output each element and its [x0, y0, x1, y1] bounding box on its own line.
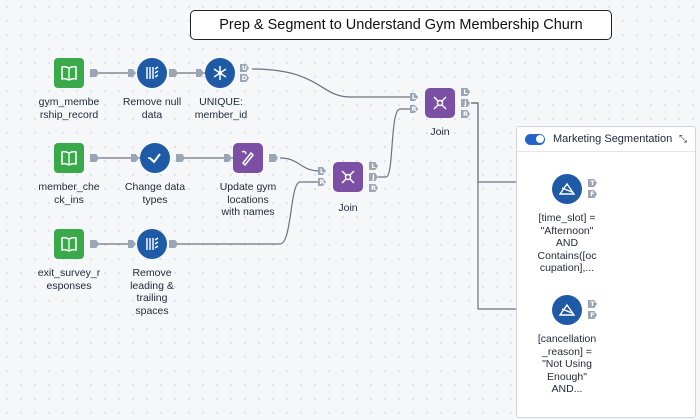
data-cleansing-icon [137, 58, 167, 88]
false-anchor[interactable]: F [588, 311, 597, 319]
unique-anchor[interactable]: U [240, 64, 249, 72]
tool-unique[interactable] [205, 58, 235, 88]
join-icon [333, 162, 363, 192]
true-anchor[interactable]: T [588, 300, 597, 308]
tool-remove-spaces[interactable] [137, 229, 167, 259]
join-left-anchor[interactable]: L [318, 167, 326, 175]
filter-icon [552, 174, 582, 204]
container-title: Marketing Segmentation [553, 133, 673, 145]
join-right-output-anchor[interactable]: R [461, 110, 470, 118]
join-right-anchor[interactable]: R [410, 105, 418, 113]
filter-icon [552, 295, 582, 325]
tool-change-types[interactable] [140, 143, 170, 173]
tool-label: exit_survey_r esponses [37, 267, 101, 292]
tool-label: Remove leading & trailing spaces [130, 267, 174, 317]
formula-icon [233, 143, 263, 173]
snowflake-icon [205, 58, 235, 88]
join-output-anchor[interactable]: J [369, 173, 378, 181]
tool-label: member_che ck_ins [38, 181, 100, 206]
tool-input-membership[interactable] [54, 58, 84, 88]
tool-label: Update gym locations with names [219, 181, 277, 218]
book-icon [54, 229, 84, 259]
wire-remove-spaces-to-join1-right [174, 181, 320, 245]
input-anchor[interactable] [196, 69, 204, 77]
input-anchor[interactable] [128, 69, 136, 77]
container-header: Marketing Segmentation ⤡ [517, 127, 695, 152]
tool-label: Remove null data [122, 96, 182, 121]
tool-label: Join [430, 126, 450, 138]
output-anchor[interactable] [169, 69, 178, 77]
wire-join1-to-join2-right [378, 108, 418, 178]
wire-update-to-join1-left [279, 157, 321, 172]
workflow-title[interactable]: Prep & Segment to Understand Gym Members… [190, 10, 612, 40]
checkmark-icon [140, 143, 170, 173]
data-cleansing-icon [137, 229, 167, 259]
tool-input-checkins[interactable] [54, 143, 84, 173]
tool-label: Change data types [124, 181, 186, 206]
tool-join-1[interactable] [333, 162, 363, 192]
true-anchor[interactable]: T [588, 179, 597, 187]
tool-join-2[interactable] [425, 88, 455, 118]
tool-update-locations[interactable] [233, 143, 263, 173]
input-anchor[interactable] [131, 154, 139, 162]
output-anchor[interactable] [269, 154, 278, 162]
output-anchor[interactable] [90, 240, 99, 248]
book-icon [54, 143, 84, 173]
container-enable-toggle[interactable] [525, 133, 545, 145]
container-marketing-segmentation[interactable]: Marketing Segmentation ⤡ [516, 126, 696, 418]
false-anchor[interactable]: F [588, 190, 597, 198]
join-icon [425, 88, 455, 118]
duplicate-anchor[interactable]: D [240, 74, 249, 82]
tool-remove-null[interactable] [137, 58, 167, 88]
tool-label: [time_slot] = "Afternoon" AND Contains([… [537, 212, 597, 274]
output-anchor[interactable] [176, 154, 185, 162]
join-left-output-anchor[interactable]: L [369, 162, 378, 170]
collapse-icon[interactable]: ⤡ [679, 133, 687, 145]
tool-label: gym_membe rship_record [38, 96, 100, 121]
join-right-anchor[interactable]: R [318, 178, 326, 186]
tool-filter-1[interactable] [552, 174, 582, 204]
wire-unique-to-join2-left [251, 68, 418, 98]
wire-join2-to-filter2 [471, 102, 549, 310]
input-anchor[interactable] [128, 240, 136, 248]
join-right-output-anchor[interactable]: R [369, 184, 378, 192]
input-anchor[interactable] [224, 154, 232, 162]
tool-filter-2[interactable] [552, 295, 582, 325]
book-icon [54, 58, 84, 88]
output-anchor[interactable] [90, 154, 99, 162]
output-anchor[interactable] [90, 69, 99, 77]
join-left-anchor[interactable]: L [410, 93, 418, 101]
tool-input-exit[interactable] [54, 229, 84, 259]
tool-label: Join [338, 202, 358, 214]
join-output-anchor[interactable]: J [461, 99, 470, 107]
output-anchor[interactable] [169, 240, 178, 248]
tool-label: [cancellation _reason] = "Not Using Enou… [537, 333, 597, 395]
tool-label: UNIQUE: member_id [194, 96, 248, 121]
join-left-output-anchor[interactable]: L [461, 88, 470, 96]
